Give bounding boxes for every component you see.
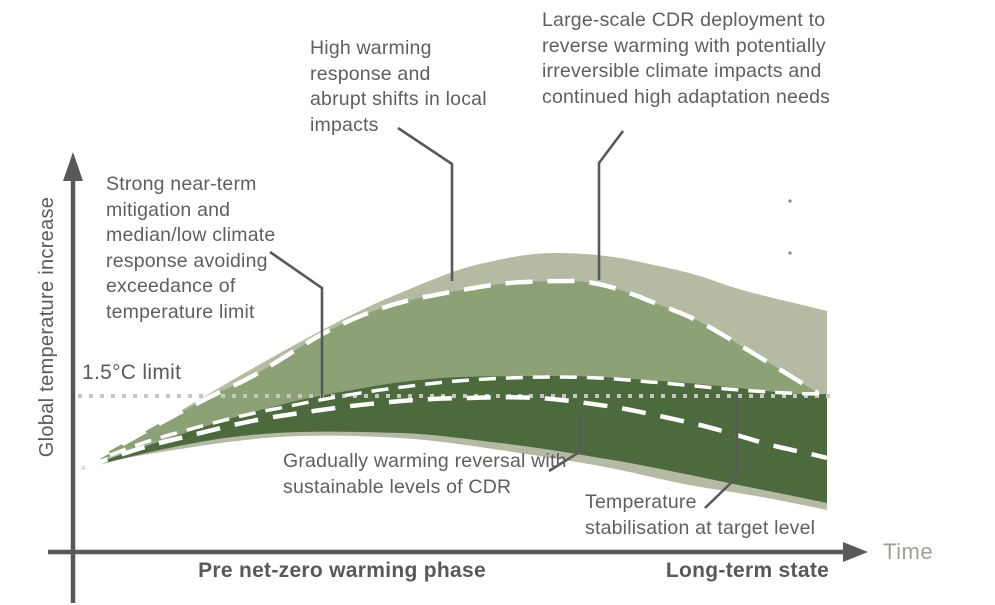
annotation-strong-mitigation: Strong near-term mitigation and median/l… xyxy=(106,173,276,323)
leader-high-warming xyxy=(397,126,454,281)
speck-dot xyxy=(788,251,792,255)
x-axis-phase-right-label: Long-term state xyxy=(665,559,830,582)
x-axis-phase-left-label: Pre net-zero warming phase xyxy=(198,559,486,582)
stabilisation-median-curve xyxy=(84,375,827,468)
leader-gradual-reversal xyxy=(548,412,583,473)
overshoot-lower-band xyxy=(85,281,827,464)
x-axis-arrowhead-icon xyxy=(843,542,868,562)
y-axis-arrowhead-icon xyxy=(63,152,83,181)
y-axis-label: Global temperature increase xyxy=(36,196,58,458)
annotation-temperature-stabilisation: Temperature stabilisation at target leve… xyxy=(585,491,816,539)
annotation-gradual-reversal: Gradually warming reversal with sustaina… xyxy=(283,450,567,498)
leader-temperature-stabilisation xyxy=(704,396,739,509)
annotation-large-scale-cdr: Large-scale CDR deployment to reverse wa… xyxy=(542,9,831,108)
leader-large-scale-cdr xyxy=(597,130,625,280)
leader-strong-mitigation xyxy=(269,250,324,398)
speck-dot xyxy=(788,199,792,203)
stabilisation-band xyxy=(80,376,827,503)
x-axis-time-label: Time xyxy=(883,539,934,564)
annotation-high-warming: High warming response and abrupt shifts … xyxy=(310,37,487,136)
gradual-reversal-curve xyxy=(84,395,828,471)
overshoot-median-curve xyxy=(83,278,820,467)
limit-line-label: 1.5°C limit xyxy=(82,361,182,384)
